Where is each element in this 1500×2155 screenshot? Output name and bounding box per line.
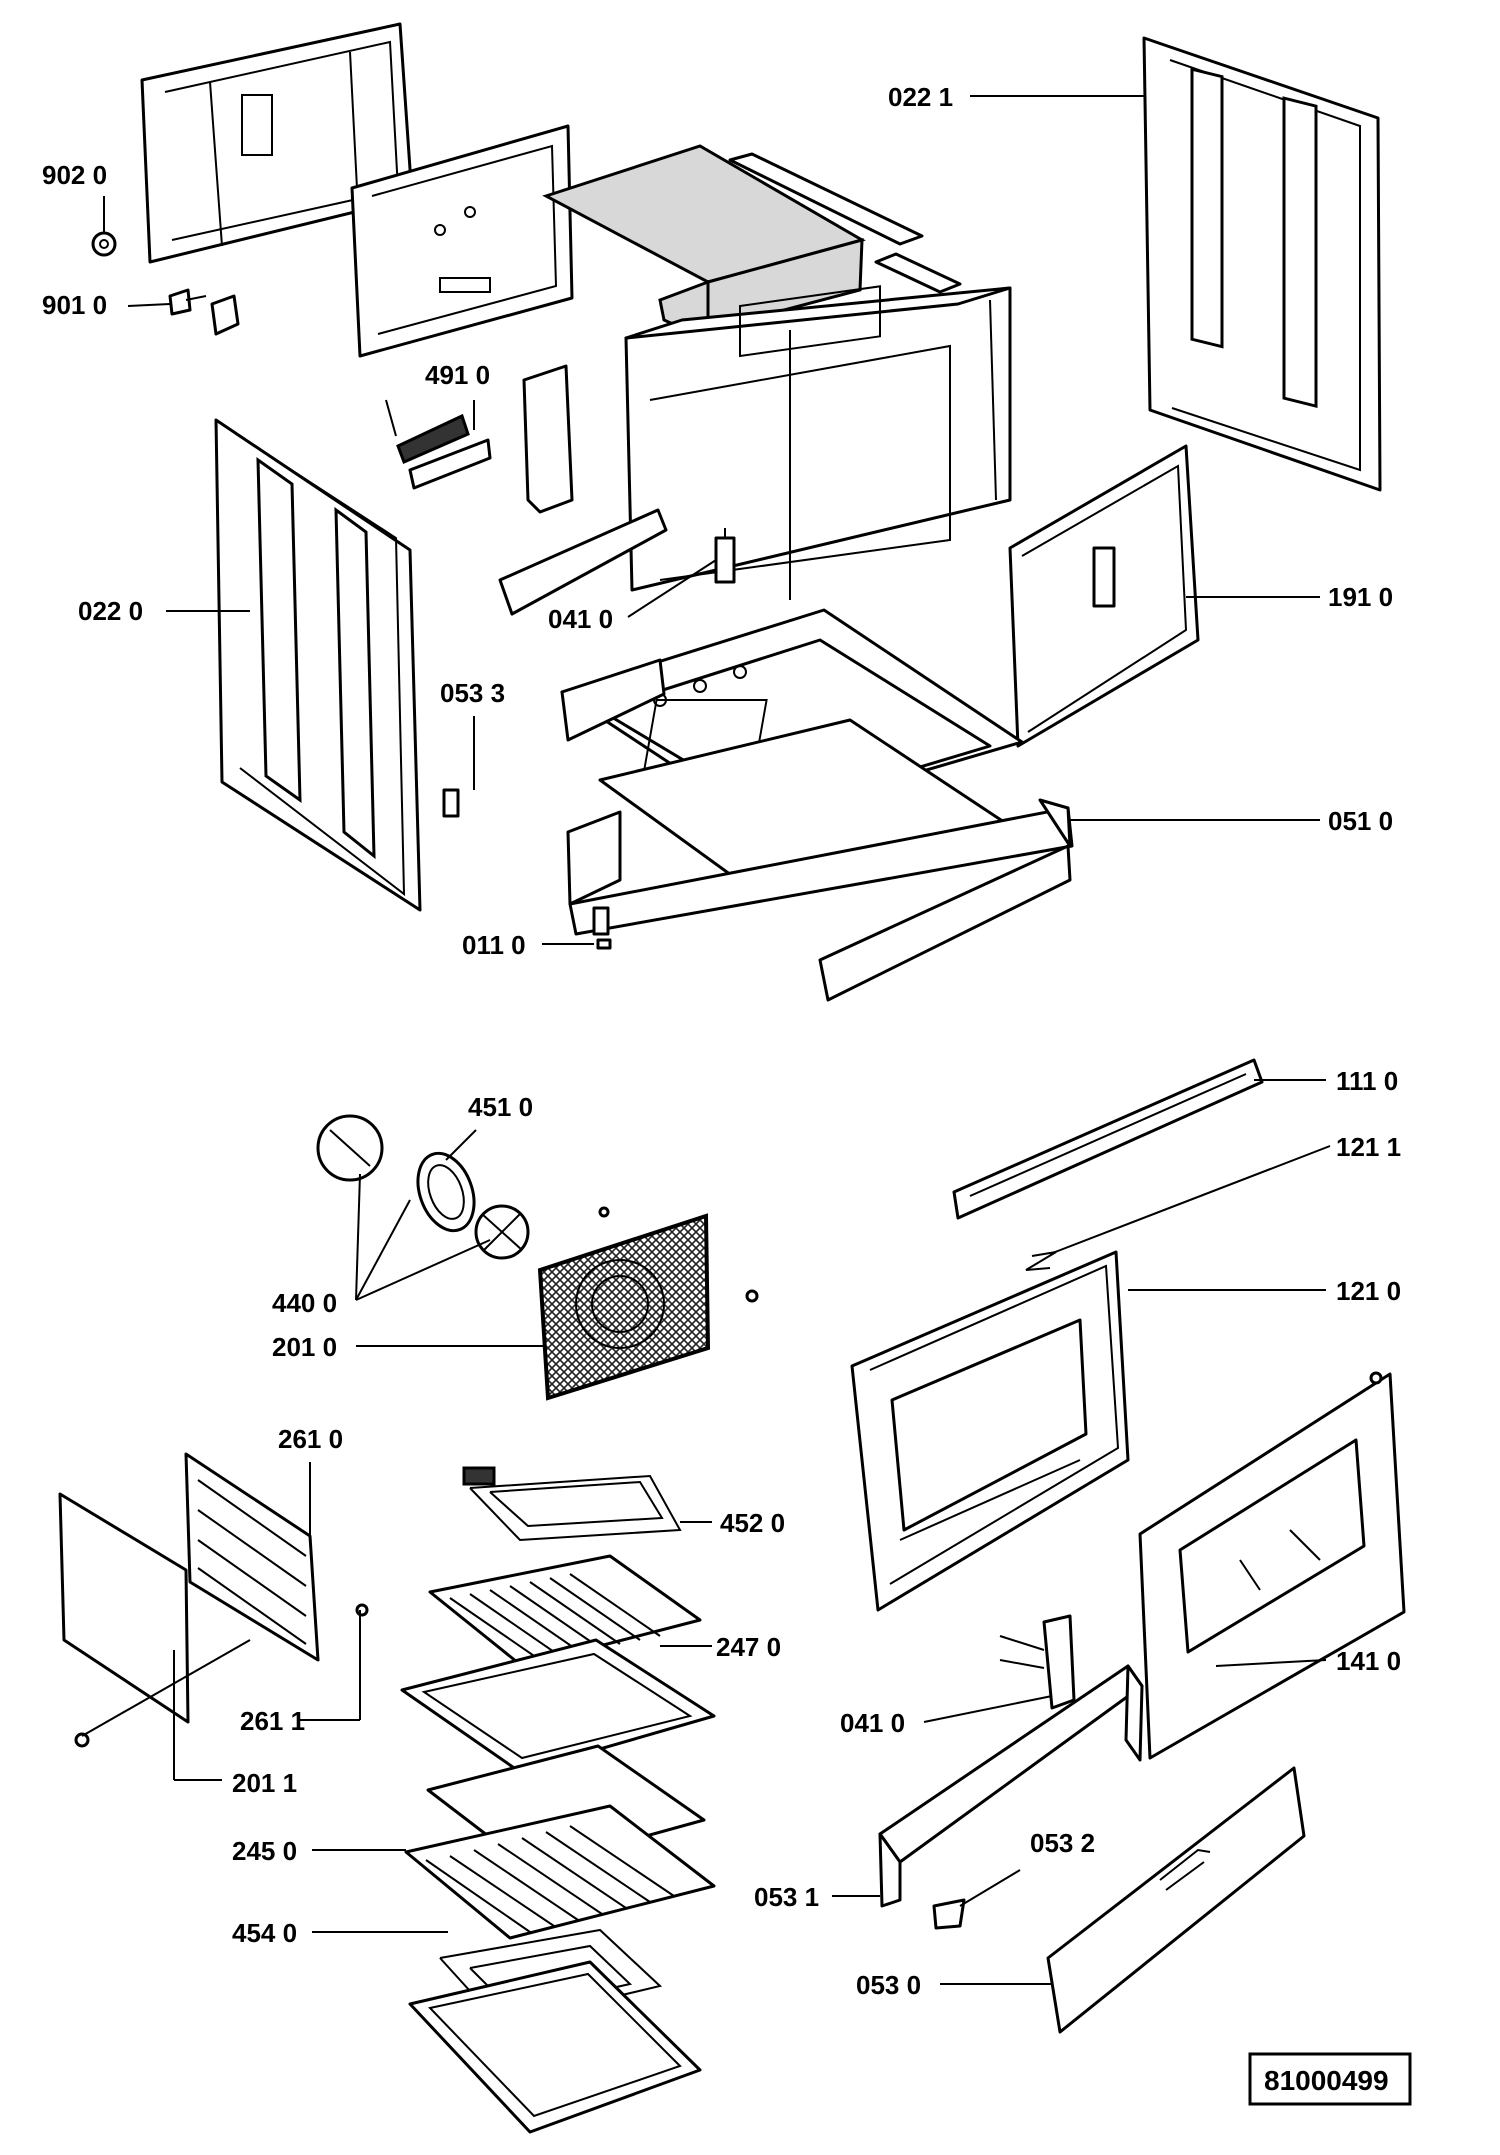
leader-lines (81, 95, 1331, 1985)
bracket-part-491 (385, 399, 492, 490)
part-label-022-0: 022 0 (78, 596, 143, 626)
part-label-201-0: 201 0 (272, 1332, 337, 1362)
screw-part-901 (168, 288, 207, 316)
foot-part-011 (592, 906, 612, 950)
inner-rear-panel (350, 124, 574, 358)
clip-bracket (210, 294, 240, 336)
part-label-011-0: 011 0 (462, 930, 526, 960)
inner-door-panel (1008, 444, 1200, 748)
oven-cavity (624, 285, 1012, 600)
part-label-454-0: 454 0 (232, 1918, 297, 1948)
part-label-902-0: 902 0 (42, 160, 107, 190)
part-label-191-0: 191 0 (1328, 582, 1393, 612)
side-rack-part-261 (184, 1452, 320, 1662)
baking-tray-part-247 (400, 1638, 716, 1774)
part-label-451-0: 451 0 (468, 1092, 533, 1122)
part-label-053-2: 053 2 (1030, 1828, 1095, 1858)
top-trim-part-111 (952, 1058, 1264, 1220)
part-label-901-0: 901 0 (42, 290, 107, 320)
fan-ring-451 (416, 1151, 476, 1233)
part-label-051-0: 051 0 (1328, 806, 1393, 836)
part-label-261-0: 261 0 (278, 1424, 343, 1454)
fan-motor (316, 1114, 384, 1182)
part-label-452-0: 452 0 (720, 1508, 785, 1538)
part-label-041-0-upper: 041 0 (548, 604, 613, 634)
top-heating-element-part-452 (462, 1466, 682, 1542)
part-label-111-0: 111 0 (1336, 1066, 1398, 1096)
drawer-frame-part-053-1 (878, 1664, 1144, 1908)
document-number: 81000499 (1264, 2065, 1389, 2096)
fan-cover-part-201 (537, 1206, 759, 1401)
hinge-part-053-3 (442, 788, 460, 818)
part-label-440-0: 440 0 (272, 1288, 337, 1318)
outer-door-glass-part-141 (1138, 1371, 1406, 1760)
fan-blade (474, 1204, 530, 1260)
part-label-201-1: 201 1 (232, 1768, 297, 1798)
top-rail-strip (728, 152, 924, 246)
part-label-247-0: 247 0 (716, 1632, 781, 1662)
part-label-141-0: 141 0 (1336, 1646, 1401, 1676)
part-label-053-0: 053 0 (856, 1970, 921, 2000)
drawer-runner-part-053-2 (932, 1898, 966, 1930)
spring-part-121-1 (1025, 1251, 1057, 1271)
part-label-491-0: 491 0 (425, 360, 490, 390)
lower-left-rail (498, 508, 668, 616)
front-frame-rail (560, 658, 666, 742)
part-label-053-3: 053 3 (440, 678, 505, 708)
part-label-261-1: 261 1 (240, 1706, 305, 1736)
document-number-box: 81000499 (1248, 2052, 1412, 2106)
part-label-022-1: 022 1 (888, 82, 953, 112)
nut-part-902 (91, 231, 117, 257)
top-rail-small (874, 252, 962, 294)
side-liner-part-201-1 (58, 1492, 369, 1748)
part-label-121-1: 121 1 (1336, 1132, 1401, 1162)
side-duct (522, 364, 574, 514)
grill-grid-part-245 (404, 1804, 716, 1940)
right-side-panel (1142, 36, 1382, 492)
wire-shelf (428, 1554, 702, 1668)
part-label-245-0: 245 0 (232, 1836, 297, 1866)
door-frame-part-121 (850, 1250, 1130, 1612)
part-label-121-0: 121 0 (1336, 1276, 1401, 1306)
left-side-panel (214, 418, 422, 912)
kickplate-part-051 (566, 798, 1074, 1002)
hinge-part-041-lower (999, 1614, 1076, 1710)
part-label-041-0-lower: 041 0 (840, 1708, 905, 1738)
bottom-pan (408, 1960, 702, 2134)
drawer-front-part-053 (1046, 1766, 1306, 2034)
part-label-053-1: 053 1 (754, 1882, 819, 1912)
